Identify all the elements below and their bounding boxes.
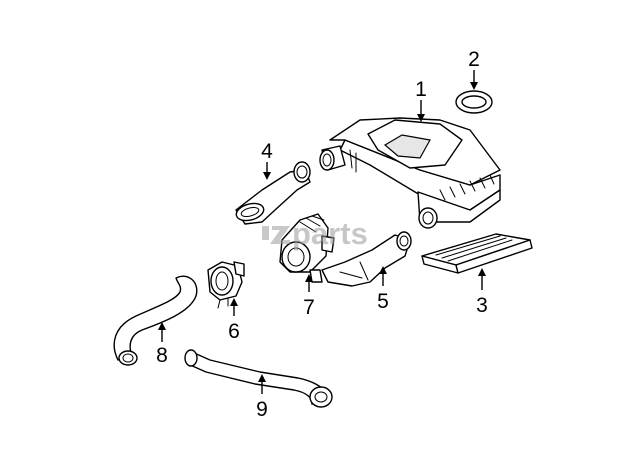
part-2-seal-ring xyxy=(455,90,493,114)
part-1-air-cleaner-housing xyxy=(319,117,501,229)
part-6-sensor-housing xyxy=(207,261,245,309)
callout-5: 5 xyxy=(377,290,389,313)
part-4-intake-duct xyxy=(235,161,311,225)
callout-labels: 1 2 3 4 5 6 7 8 9 xyxy=(156,48,488,421)
part-9-long-hose xyxy=(184,349,333,408)
part-5-elbow-duct xyxy=(321,231,412,287)
watermark-logo-icon xyxy=(262,226,290,244)
callout-4: 4 xyxy=(261,140,273,163)
callout-arrows xyxy=(158,70,486,394)
callout-3: 3 xyxy=(476,294,488,317)
callout-8: 8 xyxy=(156,344,168,367)
callout-9: 9 xyxy=(256,398,268,421)
callout-1: 1 xyxy=(415,78,427,101)
part-7-meter-body xyxy=(279,213,335,283)
part-3-air-filter xyxy=(421,233,533,274)
watermark-text: parts xyxy=(292,216,368,251)
callout-7: 7 xyxy=(303,296,315,319)
callout-2: 2 xyxy=(468,48,480,71)
part-8-hose xyxy=(113,275,198,366)
callout-6: 6 xyxy=(228,320,240,343)
watermark: parts xyxy=(262,216,368,251)
